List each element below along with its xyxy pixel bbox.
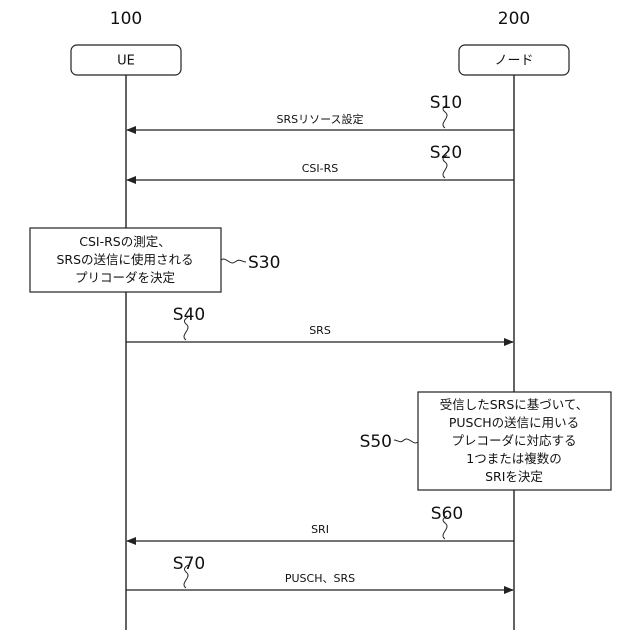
step-s30: S30 (248, 253, 280, 273)
ue-actor-label: UE (117, 54, 135, 69)
message-s20-label: CSI-RS (302, 162, 339, 175)
message-s70-label: PUSCH、SRS (285, 572, 355, 585)
note-s30: CSI-RSの測定、 SRSの送信に使用される プリコーダを決定 S30 (30, 228, 280, 292)
step-s40: S40 (173, 305, 205, 325)
step-s60: S60 (431, 504, 463, 524)
message-s10: SRSリソース設定 S10 (127, 93, 514, 130)
message-s10-label: SRSリソース設定 (276, 112, 363, 126)
ue-reference-number: 100 (110, 9, 142, 29)
ue-actor-box: UE (71, 45, 181, 75)
note-s50-line-5: SRIを決定 (485, 469, 543, 484)
note-s30-line-1: CSI-RSの測定、 (79, 234, 170, 249)
note-s50-line-2: PUSCHの送信に用いる (449, 415, 579, 430)
note-s30-line-3: プリコーダを決定 (75, 270, 175, 285)
note-s50: 受信したSRSに基づいて、 PUSCHの送信に用いる プレコーダに対応する 1つ… (360, 392, 611, 490)
message-s60: SRI S60 (127, 504, 514, 541)
step-s20: S20 (430, 143, 462, 163)
message-s60-label: SRI (311, 523, 329, 536)
step-s10: S10 (430, 93, 462, 113)
message-s70: PUSCH、SRS S70 (126, 554, 513, 590)
message-s40: SRS S40 (126, 305, 513, 342)
s30-leader-squiggle (221, 259, 246, 263)
message-s40-label: SRS (309, 324, 331, 337)
step-s50: S50 (360, 432, 392, 452)
note-s50-line-1: 受信したSRSに基づいて、 (440, 397, 589, 412)
note-s50-line-3: プレコーダに対応する (451, 433, 576, 448)
node-actor-label: ノード (494, 54, 533, 69)
note-s30-line-2: SRSの送信に使用される (56, 252, 193, 267)
node-reference-number: 200 (498, 9, 530, 29)
note-s50-line-4: 1つまたは複数の (466, 451, 561, 466)
message-s20: CSI-RS S20 (127, 143, 514, 180)
step-s70: S70 (173, 554, 205, 574)
s50-leader-squiggle (394, 439, 418, 443)
node-actor-box: ノード (459, 45, 569, 75)
